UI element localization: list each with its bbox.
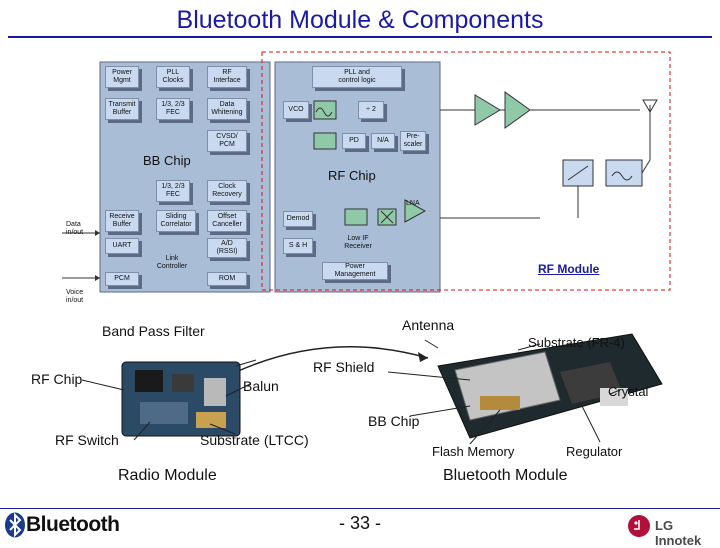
- lna-triangle: [404, 199, 427, 223]
- clock-recovery-block: Clock Recovery: [207, 180, 247, 202]
- rom-block: ROM: [207, 272, 247, 286]
- title-divider: [8, 36, 712, 38]
- antenna-icon: [642, 99, 658, 113]
- pll-clocks-block: PLL Clocks: [156, 66, 190, 88]
- regulator-label: Regulator: [566, 444, 623, 459]
- fec-tx-block: 1/3, 2/3 FEC: [156, 98, 190, 120]
- substrate-ltcc-label: Substrate (LTCC): [200, 432, 309, 448]
- module-photos: [81, 333, 663, 445]
- bluetooth-logo-text: Bluetooth: [26, 513, 120, 536]
- antenna-label: Antenna: [402, 317, 455, 333]
- data-io-label: Data in/out: [66, 221, 84, 236]
- loop-filter-symbol: [313, 132, 337, 150]
- module-arrow: [235, 346, 429, 373]
- bluetooth-module-photo: [437, 333, 663, 439]
- footer-bar: [0, 508, 720, 541]
- page-title: Bluetooth Module & Components: [176, 6, 544, 34]
- bluetooth-module-caption: Bluetooth Module: [443, 467, 568, 484]
- power-management-block: Power Management: [322, 262, 388, 280]
- radio-module-photo: [121, 361, 241, 437]
- block-diagram: [62, 51, 671, 293]
- pd-block: PD: [342, 133, 366, 149]
- pa-driver-triangle: [474, 94, 501, 126]
- fec-rx-block: 1/3, 2/3 FEC: [156, 180, 190, 202]
- page-number: - 33 -: [338, 513, 381, 533]
- lg-logo-text: LG Innotek: [655, 518, 702, 548]
- bb-chip-label: BB Chip: [143, 153, 191, 168]
- rf-chip-label: RF Chip: [328, 168, 376, 183]
- bluetooth-rune-icon: [5, 512, 25, 538]
- rf-module-label: RF Module: [538, 262, 600, 276]
- crystal-label: Crystal: [608, 384, 649, 399]
- divide-by-2-block: ÷ 2: [358, 101, 384, 119]
- rf-interface-block: RF Interface: [207, 66, 247, 88]
- substrate-fr4-label: Substrate (FR-4): [528, 335, 625, 350]
- demod-block: Demod: [283, 211, 313, 227]
- balun-label: Balun: [243, 378, 279, 394]
- data-whitening-block: Data Whitening: [207, 98, 247, 120]
- flash-memory-label: Flash Memory: [432, 444, 515, 459]
- sliding-correlator-block: Sliding Correlator: [156, 210, 196, 232]
- radio-module-caption: Radio Module: [118, 467, 217, 484]
- na-block: N/A: [371, 133, 395, 149]
- lna-label: LNA: [406, 200, 420, 207]
- voice-io-label: Voice in/out: [66, 289, 84, 304]
- rf-switch-label: RF Switch: [55, 432, 119, 448]
- pll-control-block: PLL and control logic: [312, 66, 402, 88]
- transmit-buffer-block: Transmit Buffer: [105, 98, 139, 120]
- sample-hold-block: S & H: [283, 238, 313, 254]
- band-pass-filter-label: Band Pass Filter: [102, 323, 205, 339]
- rf-module-boundary: [261, 51, 671, 291]
- prescaler-block: Pre- scaler: [400, 131, 426, 151]
- link-controller-label: Link Controller: [156, 255, 188, 270]
- receive-buffer-block: Receive Buffer: [105, 210, 139, 232]
- pcm-block: PCM: [105, 272, 139, 286]
- lg-logo-icon: [628, 515, 650, 537]
- rf-shield-label: RF Shield: [313, 359, 375, 375]
- power-mgmt-block: Power Mgmt: [105, 66, 139, 88]
- uart-block: UART: [105, 238, 139, 254]
- rf-chip-photo-label: RF Chip: [31, 371, 83, 387]
- bb-chip-photo-label: BB Chip: [368, 413, 420, 429]
- if-filter-symbol: [344, 208, 368, 226]
- offset-canceller-block: Offset Canceller: [207, 210, 247, 232]
- ad-rssi-block: A/D (RSSI): [207, 238, 247, 258]
- band-pass-filter-box: [605, 159, 643, 187]
- vco-block: VCO: [283, 101, 309, 119]
- cvsd-pcm-block: CVSD/ PCM: [207, 130, 247, 152]
- low-if-receiver-label: Low IF Receiver: [344, 235, 372, 250]
- power-amplifier-triangle: [504, 91, 531, 129]
